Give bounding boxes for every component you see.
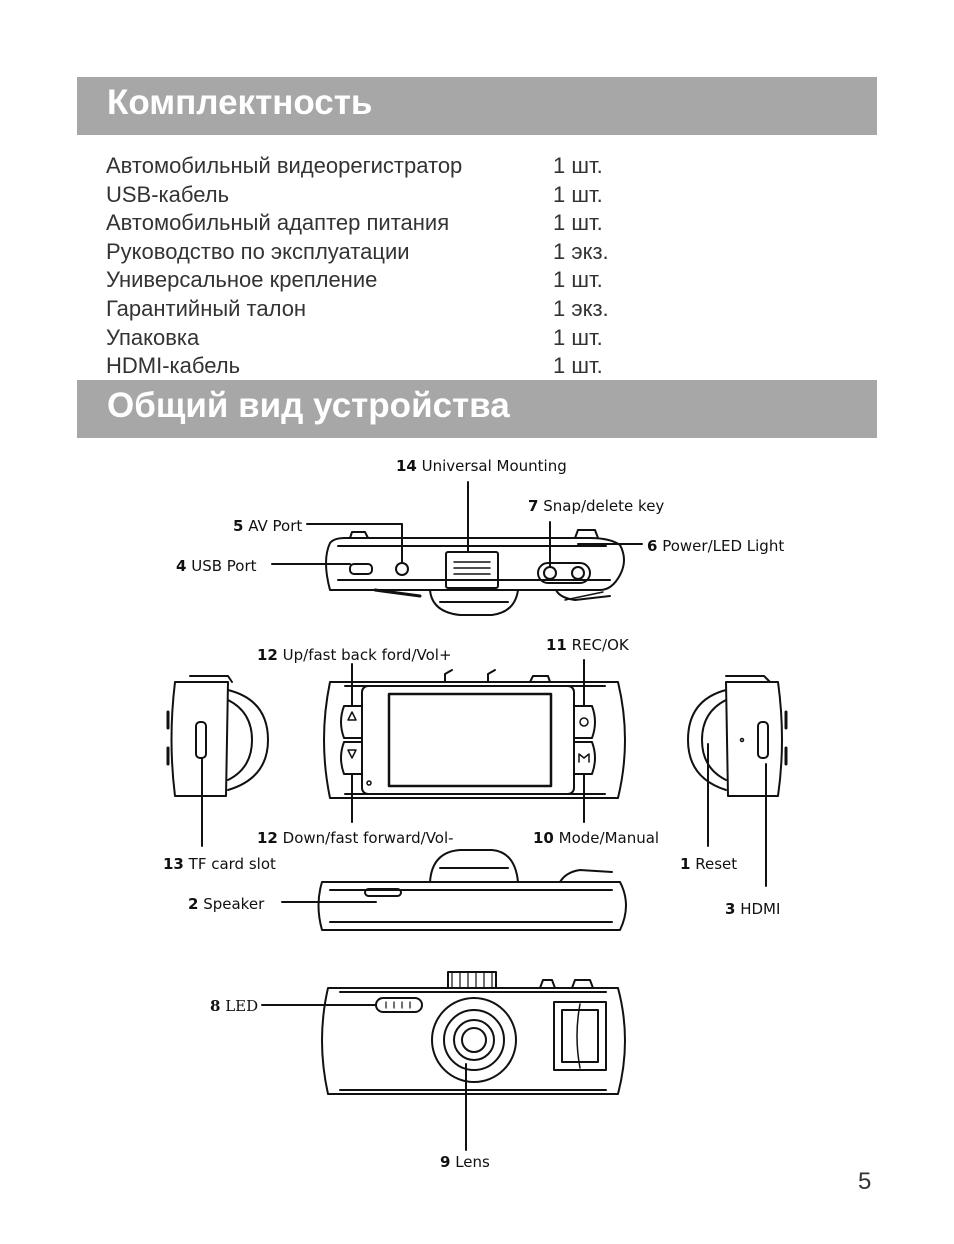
item-qty: 1 шт. (553, 181, 603, 207)
back-view-drawing (323, 669, 626, 799)
page-number: 5 (858, 1168, 872, 1195)
item-name: Автомобильный адаптер питания (106, 210, 450, 236)
callout-led: 8 LED (210, 997, 258, 1015)
bottom-view-drawing (317, 849, 627, 931)
leader-lines (201, 481, 767, 1151)
item-qty: 1 экз. (553, 238, 609, 264)
item-name: Упаковка (106, 324, 200, 350)
section-title-device: Общий вид устройства (107, 386, 510, 425)
item-qty: 1 шт. (553, 210, 603, 236)
item-name: Универсальное крепление (106, 267, 378, 293)
front-view-drawing (321, 971, 626, 1095)
item-name: Автомобильный видеорегистратор (106, 153, 463, 178)
top-view-drawing (325, 529, 625, 616)
list-item: USB-кабель 1 шт. (106, 181, 666, 210)
list-item: Универсальное крепление 1 шт. (106, 266, 666, 295)
callout-reset: 1 Reset (680, 855, 737, 873)
list-item: HDMI-кабель 1 шт. (106, 352, 666, 381)
callout-tf-card: 13 TF card slot (163, 855, 276, 873)
callout-speaker: 2 Speaker (188, 895, 265, 913)
callout-usb-port: 4 USB Port (176, 557, 257, 575)
callout-lens: 9 Lens (440, 1153, 490, 1171)
item-qty: 1 шт. (553, 153, 603, 178)
callout-universal-mounting: 14 Universal Mounting (396, 457, 567, 475)
item-name: Руководство по эксплуатации (106, 238, 410, 264)
callout-up-back: 12 Up/fast back ford/Vol+ (257, 646, 452, 664)
item-name: HDMI-кабель (106, 353, 241, 379)
callout-labels: 14 Universal Mounting 7 Snap/delete key … (163, 457, 784, 1171)
callout-mode-manual: 10 Mode/Manual (533, 829, 659, 847)
item-name: Гарантийный талон (106, 295, 307, 321)
callout-hdmi: 3 HDMI (725, 900, 780, 918)
callout-down-forward: 12 Down/fast forward/Vol- (257, 829, 454, 847)
callout-av-port: 5 AV Port (233, 517, 302, 535)
item-qty: 1 шт. (553, 353, 603, 379)
item-qty: 1 шт. (553, 324, 603, 350)
item-qty: 1 шт. (553, 267, 603, 293)
callout-snap-delete: 7 Snap/delete key (528, 497, 664, 515)
callout-rec-ok: 11 REC/OK (546, 636, 630, 654)
section-header-contents: Комплектность (77, 77, 877, 135)
callout-power-led: 6 Power/LED Light (647, 537, 784, 555)
item-qty: 1 экз. (553, 295, 609, 321)
package-contents-list: Автомобильный видеорегистратор 1 шт. USB-… (106, 152, 666, 381)
list-item: Автомобильный адаптер питания 1 шт. (106, 209, 666, 238)
list-item: Гарантийный талон 1 экз. (106, 295, 666, 324)
right-side-view-drawing (687, 675, 788, 797)
section-header-device: Общий вид устройства (77, 380, 877, 438)
left-side-view-drawing (166, 675, 269, 797)
list-item: Руководство по эксплуатации 1 экз. (106, 238, 666, 267)
section-title-contents: Комплектность (107, 83, 373, 122)
item-name: USB-кабель (106, 181, 230, 207)
list-item: Упаковка 1 шт. (106, 324, 666, 353)
list-item: Автомобильный видеорегистратор 1 шт. (106, 152, 666, 181)
